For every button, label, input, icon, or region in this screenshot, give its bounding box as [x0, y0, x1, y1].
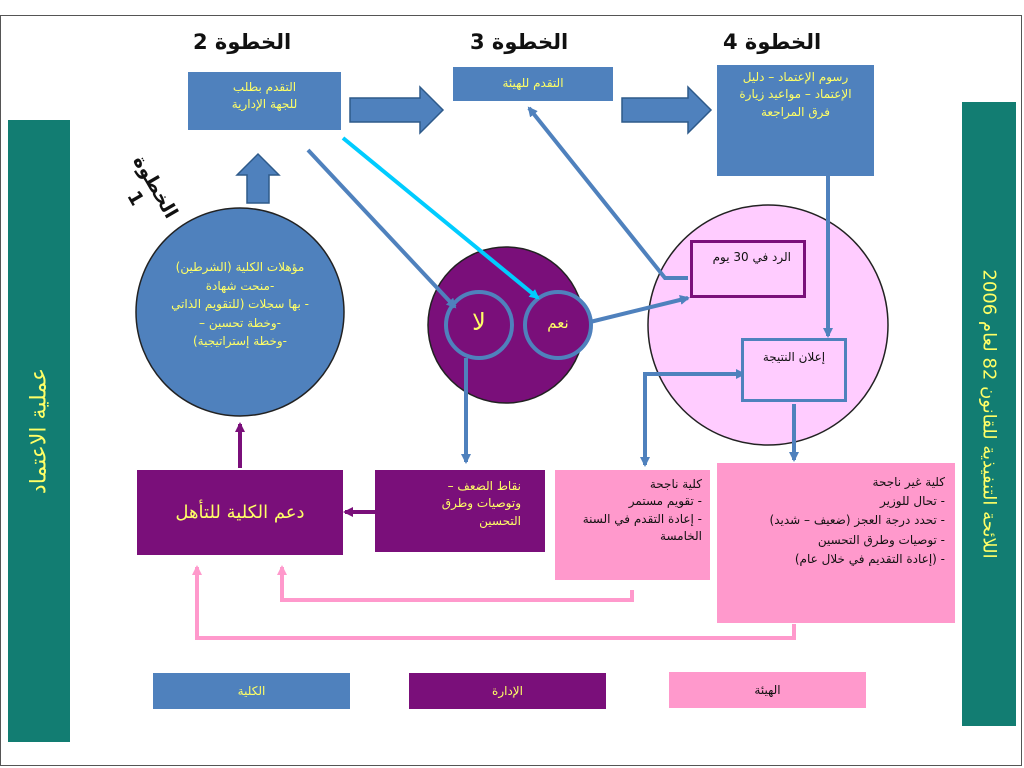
yes-label: نعم — [547, 314, 569, 332]
weakness-box-line3: التحسين — [479, 513, 521, 528]
success-box-line3: - إعادة التقدم في السنة — [582, 511, 702, 526]
arrow-success-to-support — [277, 565, 634, 602]
weakness-box: نقاط الضعف – وتوصيات وطرق التحسين — [375, 470, 545, 552]
legend-authority: الهيئة — [669, 672, 866, 708]
success-box-line4: الخامسة — [660, 529, 702, 544]
step2-box-line1: التقدم بطلب — [232, 80, 297, 94]
right-sidebar: اللائحة التنفيذية للقانون 82 لعام 2006 — [962, 102, 1016, 726]
step3-box: التقدم للهيئة — [453, 67, 613, 101]
announce-box-text: إعلان النتيجة — [762, 350, 826, 364]
blue-circle-line1: مؤهلات الكلية (الشرطين) — [175, 260, 305, 274]
blue-circle-line4: -وخطة تحسين – — [199, 315, 281, 330]
step2-label: الخطوة 2 — [193, 30, 292, 54]
arrow-yes-to-response — [589, 295, 690, 324]
legend-authority-text: الهيئة — [754, 683, 781, 697]
block-arrow-circle-to-step2 — [235, 152, 281, 204]
fail-box-line2: - تحال للوزير — [879, 494, 945, 509]
arrow-response-to-step3 — [527, 106, 688, 280]
slide-frame — [0, 15, 1022, 766]
legend-college-text: الكلية — [237, 684, 266, 698]
step3-label: الخطوة 3 — [470, 30, 569, 54]
blue-circle-line2: -منحت شهادة — [205, 278, 275, 293]
left-sidebar-label: عملية الاعتماد — [26, 367, 52, 495]
blue-circle — [135, 207, 345, 417]
left-sidebar: عملية الاعتماد — [8, 120, 70, 742]
step3-box-text: التقدم للهيئة — [502, 76, 564, 90]
legend-admin-text: الإدارة — [492, 684, 523, 698]
step2-box-line2: للجهة الإدارية — [231, 97, 298, 112]
response-box-text: الرد في 30 يوم — [712, 250, 791, 264]
block-arrow-step2-to-step3 — [349, 85, 445, 135]
support-box: دعم الكلية للتأهل — [137, 470, 343, 555]
arrow-step2-to-yes — [341, 136, 540, 300]
blue-circle-line3: - بها سجلات (للتقويم الذاتي — [171, 297, 309, 312]
step4-box-line1: رسوم الإعتماد – دليل — [742, 70, 849, 84]
no-circle — [444, 290, 514, 360]
arrow-announce-to-success — [640, 369, 746, 467]
block-arrow-step3-to-step4 — [621, 85, 713, 135]
fail-box-line1: كلية غير ناجحة — [872, 475, 945, 489]
weakness-box-line2: وتوصيات وطرق — [441, 496, 521, 511]
success-box: كلية ناجحة - تقويم مستمر - إعادة التقدم … — [555, 470, 710, 580]
no-label: لا — [472, 308, 486, 336]
fail-box: كلية غير ناجحة - تحال للوزير - تحدد درجة… — [717, 463, 955, 623]
fail-box-line3: - تحدد درجة العجز (ضعيف – شديد) — [769, 513, 945, 528]
yes-circle — [523, 290, 593, 360]
step4-box: رسوم الإعتماد – دليل الإعتماد – مواعيد ز… — [717, 65, 874, 176]
success-box-line1: كلية ناجحة — [649, 477, 702, 491]
blue-circle-text: مؤهلات الكلية (الشرطين) -منحت شهادة - به… — [148, 258, 332, 351]
announce-box: إعلان النتيجة — [741, 338, 847, 402]
success-box-line2: - تقويم مستمر — [628, 494, 702, 509]
fail-box-line5: - (إعادة التقديم في خلال عام) — [794, 551, 945, 566]
legend-admin: الإدارة — [409, 673, 606, 709]
step2-box: التقدم بطلب للجهة الإدارية — [188, 72, 341, 130]
fail-box-line4: - توصيات وطرق التحسين — [817, 532, 945, 547]
step4-box-line3: فرق المراجعة — [760, 104, 830, 119]
blue-circle-line5: -وخطة إستراتيجية) — [192, 334, 288, 349]
support-box-text: دعم الكلية للتأهل — [175, 502, 305, 523]
step4-box-line2: الإعتماد – مواعيد زيارة — [739, 87, 852, 102]
legend-college: الكلية — [153, 673, 350, 709]
weakness-box-line1: نقاط الضعف – — [447, 479, 521, 493]
response-box: الرد في 30 يوم — [690, 240, 806, 298]
arrow-fail-to-support — [192, 565, 796, 640]
arrow-step2-to-no — [306, 148, 457, 309]
step4-label: الخطوة 4 — [723, 30, 822, 54]
right-sidebar-label: اللائحة التنفيذية للقانون 82 لعام 2006 — [978, 269, 1000, 559]
